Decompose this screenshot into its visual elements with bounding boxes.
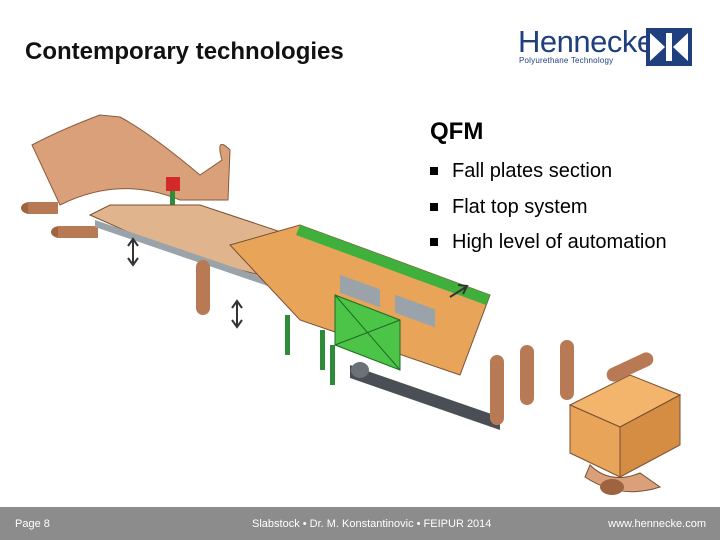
conveyor-roller bbox=[351, 362, 369, 378]
adjust-arrow-2 bbox=[231, 299, 243, 329]
side-roll-2 bbox=[490, 355, 504, 425]
adjust-arrow-1 bbox=[127, 237, 139, 267]
hennecke-logo: Hennecke Polyurethane Technology bbox=[516, 24, 696, 70]
bullet-item: Fall plates section bbox=[430, 158, 667, 194]
bullet-item: Flat top system bbox=[430, 194, 667, 230]
square-bullet-icon bbox=[430, 238, 438, 246]
section-heading: QFM bbox=[430, 118, 484, 145]
page-number: Page 8 bbox=[15, 518, 50, 530]
support-leg-1 bbox=[285, 315, 290, 355]
side-roll-1 bbox=[196, 260, 210, 315]
side-frame-grey bbox=[95, 220, 300, 297]
paper-roll-back-body bbox=[28, 202, 58, 214]
foam-block-side bbox=[619, 394, 681, 478]
support-leg-3 bbox=[330, 345, 335, 385]
footer-website: www.hennecke.com bbox=[608, 518, 706, 530]
paper-roll-end bbox=[606, 352, 654, 382]
bullet-list: Fall plates section Flat top system High… bbox=[430, 158, 667, 265]
logo-wordmark: Hennecke bbox=[518, 24, 654, 59]
foam-machine-illustration bbox=[21, 114, 682, 495]
mixing-head bbox=[166, 177, 180, 191]
slide-footer: Page 8 Slabstock • Dr. M. Konstantinovic… bbox=[0, 507, 720, 540]
bullet-item: High level of automation bbox=[430, 229, 667, 265]
bullet-text: High level of automation bbox=[452, 231, 667, 253]
heater-panel-2 bbox=[395, 294, 435, 328]
adjust-arrow-3 bbox=[449, 284, 469, 298]
support-leg-2 bbox=[320, 330, 325, 370]
hennecke-mark-icon bbox=[646, 28, 692, 66]
bullet-text: Flat top system bbox=[452, 195, 588, 218]
square-bullet-icon bbox=[430, 167, 438, 175]
green-frame-top bbox=[296, 225, 490, 305]
paper-sheet-upper bbox=[31, 114, 231, 206]
logo-tagline: Polyurethane Technology bbox=[519, 56, 614, 65]
side-roll-3 bbox=[520, 345, 534, 405]
paper-roll-bottom bbox=[600, 479, 624, 495]
side-roll-4 bbox=[560, 340, 574, 400]
paper-roll-mid-body bbox=[58, 226, 98, 238]
footer-credits: Slabstock • Dr. M. Konstantinovic • FEIP… bbox=[252, 518, 492, 530]
bullet-text: Fall plates section bbox=[452, 160, 613, 182]
square-bullet-icon bbox=[430, 202, 438, 211]
heater-panel-1 bbox=[340, 274, 380, 308]
conveyor-belt bbox=[350, 365, 500, 430]
slide-title: Contemporary technologies bbox=[25, 38, 344, 65]
